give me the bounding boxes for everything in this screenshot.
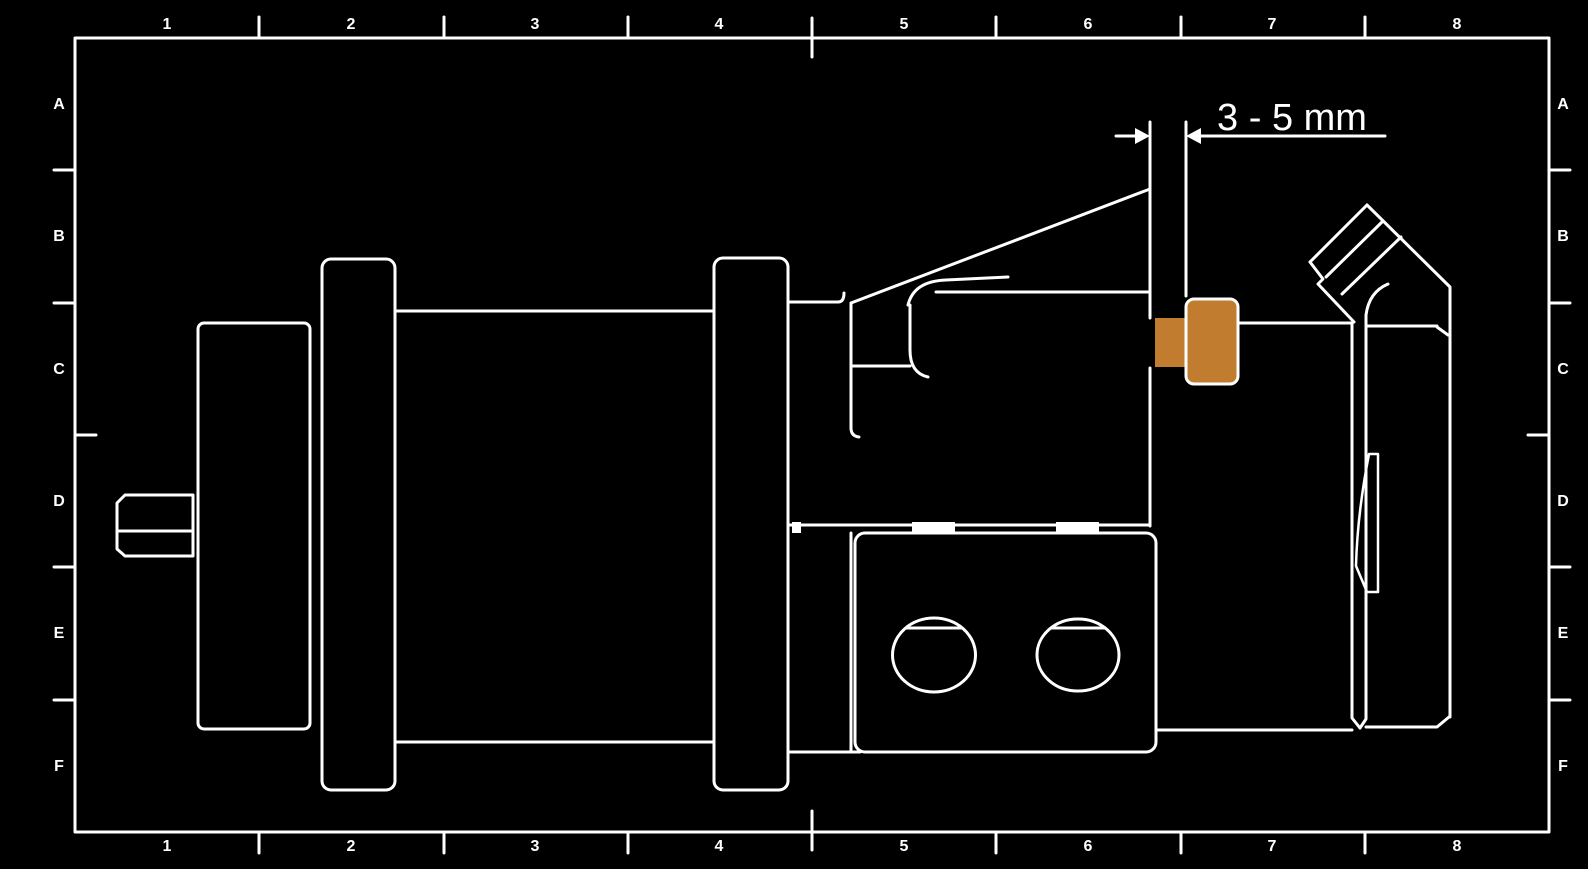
row-label-right-f: F [1558,758,1568,775]
liner-highlight [1155,297,1240,386]
drawing-frame: 1 2 3 4 5 6 7 8 1 2 3 4 5 6 7 8 A B C D … [52,15,1572,855]
col-label-top-5: 5 [900,16,909,33]
feed-housing [786,531,1158,754]
row-label-right-e: E [1558,625,1569,642]
dimension-annotation: 3 - 5 mm [1114,97,1387,298]
taper-line [849,187,1152,305]
col-label-bottom-3: 3 [531,838,540,855]
left-zone-ticks [52,168,98,702]
top-zone-ticks [257,15,1367,59]
row-labels-left: A B C D E F [53,96,65,775]
col-label-top-3: 3 [531,16,540,33]
row-label-right-b: B [1557,228,1569,245]
row-label-left-d: D [53,493,65,510]
cable-section [1154,321,1354,732]
col-label-top-7: 7 [1268,16,1277,33]
mounting-flange-right [712,256,790,792]
row-labels-right: A B C D E F [1557,96,1569,775]
col-label-bottom-2: 2 [347,838,356,855]
row-label-left-e: E [54,625,65,642]
col-label-top-8: 8 [1453,16,1462,33]
col-label-bottom-7: 7 [1268,838,1277,855]
col-label-top-6: 6 [1084,16,1093,33]
feed-rollers [891,616,1121,694]
neck-cap-band-1 [1324,219,1385,279]
housing-seam [786,522,1152,533]
nozzle-reflection-line [1354,452,1380,594]
liner-clamp-block [1184,297,1240,386]
torch-neck-elbow [1308,203,1452,719]
row-label-right-d: D [1557,493,1569,510]
dim-arrow-left [1135,128,1150,144]
right-zone-ticks [1526,168,1572,702]
col-label-top-4: 4 [715,16,724,33]
col-label-bottom-5: 5 [900,838,909,855]
border-rect [73,36,1551,834]
col-label-bottom-6: 6 [1084,838,1093,855]
row-label-right-c: C [1557,361,1569,378]
row-label-left-b: B [53,228,65,245]
center-cylinder [393,309,716,744]
gas-nozzle [1350,282,1451,730]
feed-roller-left [891,616,977,694]
liner-gap-segment [1155,318,1186,367]
row-label-left-a: A [53,96,65,113]
row-label-left-f: F [54,758,64,775]
dim-arrow-right [1186,128,1201,144]
bottom-zone-ticks [257,809,1367,855]
col-label-bottom-8: 8 [1453,838,1462,855]
col-label-top-1: 1 [163,16,172,33]
motor-end-cap [196,321,312,731]
col-label-top-2: 2 [347,16,356,33]
feed-roller-right [1035,617,1121,693]
wire-feeder-plug [115,493,195,558]
neck-cap-band-2 [1340,235,1403,296]
col-label-bottom-1: 1 [163,838,172,855]
dimension-text: 3 - 5 mm [1217,97,1367,139]
mounting-flange-left [320,257,397,792]
torch-assembly: 3 - 5 mm [115,97,1452,792]
column-labels-bottom: 1 2 3 4 5 6 7 8 [163,838,1462,855]
drive-body-upper [786,187,1152,528]
col-label-bottom-4: 4 [715,838,724,855]
row-label-left-c: C [53,361,65,378]
row-label-right-a: A [1557,96,1569,113]
column-labels-top: 1 2 3 4 5 6 7 8 [163,16,1462,33]
